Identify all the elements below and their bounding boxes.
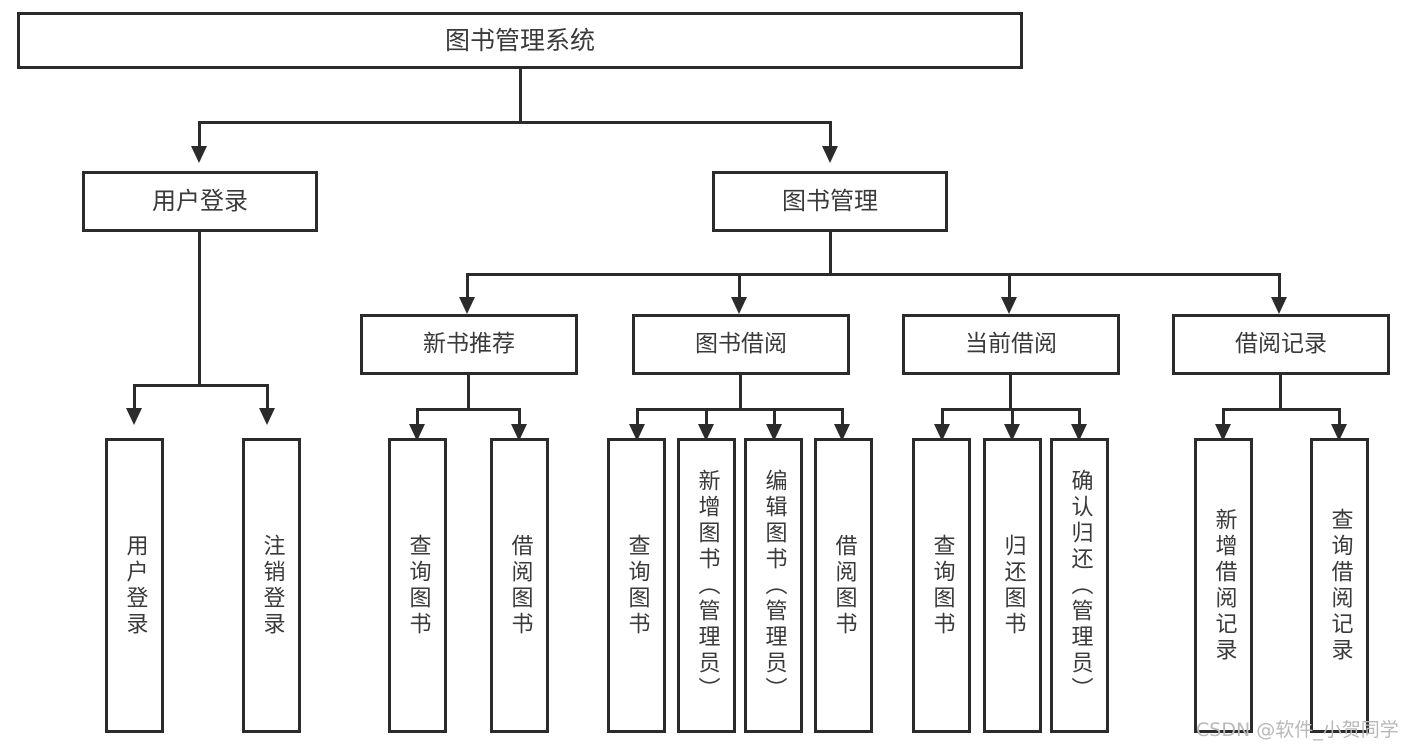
- connector-new-book-leaf-2: [518, 408, 521, 426]
- connector-root-to-book-management: [829, 121, 832, 147]
- node-user-login[interactable]: 用户登录: [82, 171, 318, 232]
- leaf-book-borrow-add-book-admin[interactable]: 新增图书（管理员）: [677, 438, 736, 733]
- leaf-book-borrow-borrow-book[interactable]: 借阅图书: [814, 438, 873, 733]
- node-label: 新书推荐: [423, 330, 515, 357]
- node-label: 注销登录: [259, 533, 285, 638]
- node-borrow-record[interactable]: 借阅记录: [1172, 314, 1390, 375]
- connector-current-borrow-stem: [1009, 375, 1012, 408]
- leaf-borrow-record-query-record[interactable]: 查询借阅记录: [1310, 438, 1369, 733]
- node-label: 编辑图书（管理员）: [761, 468, 787, 703]
- leaf-borrow-record-add-record[interactable]: 新增借阅记录: [1194, 438, 1253, 733]
- connector-borrow-record-leaf-2: [1338, 408, 1341, 426]
- connector-root-stem: [519, 69, 522, 121]
- connector-current-borrow-leaf-2: [1011, 408, 1014, 426]
- arrow-root-to-user-login-icon: [191, 146, 207, 163]
- connector-root-to-user-login: [198, 121, 201, 147]
- connector-book-management-stem: [829, 232, 832, 273]
- leaf-user-login-logout[interactable]: 注销登录: [242, 438, 301, 733]
- leaf-user-login-login[interactable]: 用户登录: [105, 438, 164, 733]
- node-label: 查询图书: [929, 533, 955, 638]
- leaf-book-borrow-edit-book-admin[interactable]: 编辑图书（管理员）: [744, 438, 803, 733]
- node-label: 图书借阅: [695, 330, 787, 357]
- connector-user-login-bus: [133, 384, 268, 387]
- node-label: 查询借阅记录: [1327, 507, 1353, 664]
- leaf-new-book-borrow-book[interactable]: 借阅图书: [490, 438, 549, 733]
- connector-book-borrow-stem: [739, 375, 742, 408]
- connector-bm-to-borrow-record: [1278, 273, 1281, 298]
- node-label: 查询图书: [405, 533, 431, 638]
- connector-new-book-stem: [467, 375, 470, 408]
- node-label: 新增借阅记录: [1211, 507, 1237, 664]
- connector-borrow-record-leaf-1: [1222, 408, 1225, 426]
- connector-book-management-bus: [466, 273, 1281, 276]
- node-label: 归还图书: [1000, 533, 1026, 638]
- node-label: 查询图书: [624, 533, 650, 638]
- connector-new-book-leaf-1: [416, 408, 419, 426]
- node-label: 当前借阅: [965, 330, 1057, 357]
- connector-book-borrow-leaf-4: [841, 408, 844, 426]
- node-label: 借阅图书: [831, 533, 857, 638]
- arrow-book-borrow-leaf-4-icon: [834, 424, 850, 441]
- leaf-new-book-query-book[interactable]: 查询图书: [388, 438, 447, 733]
- connector-bm-to-current-borrow: [1008, 273, 1011, 298]
- connector-user-login-to-leaf-1: [133, 384, 136, 409]
- arrow-bm-borrow-record-icon: [1271, 297, 1287, 314]
- connector-user-login-stem: [198, 232, 201, 384]
- node-label: 借阅记录: [1235, 330, 1327, 357]
- connector-user-login-to-leaf-2: [266, 384, 269, 409]
- node-book-borrow[interactable]: 图书借阅: [632, 314, 850, 375]
- connector-bm-to-new-book: [466, 273, 469, 298]
- node-label: 图书管理系统: [444, 25, 595, 55]
- arrow-current-borrow-leaf-1-icon: [934, 424, 950, 441]
- leaf-current-borrow-confirm-return-admin[interactable]: 确认归还（管理员）: [1050, 438, 1109, 733]
- node-label: 图书管理: [782, 187, 878, 216]
- connector-current-borrow-leaf-3: [1078, 408, 1081, 426]
- connector-borrow-record-stem: [1279, 375, 1282, 408]
- arrow-user-login-leaf-2-icon: [259, 408, 275, 425]
- connector-root-bus: [198, 121, 832, 124]
- arrow-current-borrow-leaf-3-icon: [1071, 424, 1087, 441]
- node-book-management[interactable]: 图书管理: [712, 171, 948, 232]
- leaf-current-borrow-return-book[interactable]: 归还图书: [983, 438, 1042, 733]
- node-label: 借阅图书: [507, 533, 533, 638]
- arrow-new-book-leaf-2-icon: [511, 424, 527, 441]
- arrow-borrow-record-leaf-1-icon: [1215, 424, 1231, 441]
- arrow-new-book-leaf-1-icon: [409, 424, 425, 441]
- connector-current-borrow-leaf-1: [941, 408, 944, 426]
- leaf-book-borrow-query-book[interactable]: 查询图书: [607, 438, 666, 733]
- node-label: 确认归还（管理员）: [1067, 468, 1093, 703]
- csdn-watermark: CSDN @软件_小贺同学: [1196, 719, 1399, 741]
- connector-new-book-bus: [416, 408, 521, 411]
- arrow-root-to-book-management-icon: [822, 146, 838, 163]
- node-label: 用户登录: [122, 533, 148, 638]
- leaf-current-borrow-query-book[interactable]: 查询图书: [912, 438, 971, 733]
- node-current-borrow[interactable]: 当前借阅: [902, 314, 1120, 375]
- node-new-book-recommend[interactable]: 新书推荐: [360, 314, 578, 375]
- arrow-book-borrow-leaf-1-icon: [629, 424, 645, 441]
- arrow-bm-book-borrow-icon: [731, 297, 747, 314]
- arrow-bm-current-borrow-icon: [1001, 297, 1017, 314]
- node-label: 新增图书（管理员）: [694, 468, 720, 703]
- arrow-current-borrow-leaf-2-icon: [1004, 424, 1020, 441]
- arrow-bm-new-book-icon: [459, 297, 475, 314]
- connector-book-borrow-leaf-2: [705, 408, 708, 426]
- node-root-book-management-system[interactable]: 图书管理系统: [17, 12, 1023, 69]
- connector-book-borrow-leaf-1: [636, 408, 639, 426]
- connector-current-borrow-bus: [941, 408, 1080, 411]
- arrow-borrow-record-leaf-2-icon: [1331, 424, 1347, 441]
- arrow-book-borrow-leaf-2-icon: [698, 424, 714, 441]
- connector-book-borrow-leaf-3: [773, 408, 776, 426]
- connector-book-borrow-bus: [636, 408, 844, 411]
- arrow-user-login-leaf-1-icon: [126, 408, 142, 425]
- node-label: 用户登录: [152, 187, 248, 216]
- arrow-book-borrow-leaf-3-icon: [766, 424, 782, 441]
- connector-borrow-record-bus: [1222, 408, 1341, 411]
- connector-bm-to-book-borrow: [738, 273, 741, 298]
